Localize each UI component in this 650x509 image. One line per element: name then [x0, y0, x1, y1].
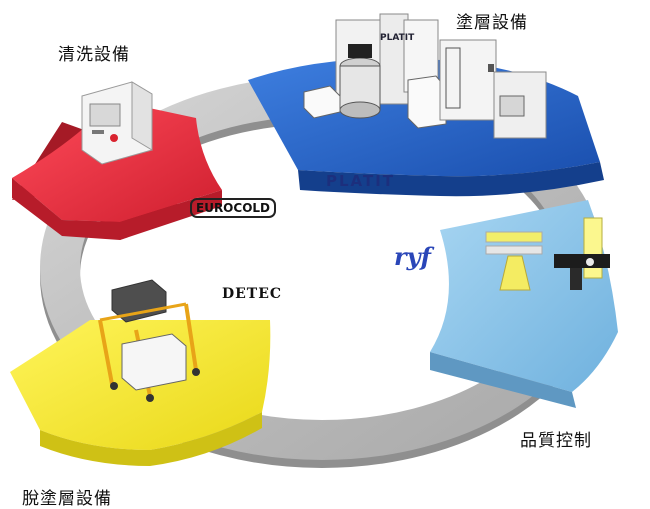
- coating-stage-label: 塗層設備: [456, 13, 528, 33]
- quality-stage-label: 品質控制: [520, 431, 592, 451]
- inspection-device-illustration: [485, 217, 610, 291]
- cleaning-stage-label: 清洗設備: [58, 45, 130, 65]
- coating-machine-illustration: PLATIT: [303, 13, 447, 129]
- decoating-stage-label: 脫塗層設備: [22, 489, 112, 509]
- cleaning-segment: [12, 100, 222, 240]
- eurocold-logo: EUROCOLD: [190, 198, 276, 218]
- coating-cabinet-illustration: [439, 39, 547, 139]
- ryf-logo: ryf: [394, 242, 431, 271]
- quality-segment: [430, 200, 618, 408]
- svg-text:PLATIT: PLATIT: [380, 33, 415, 43]
- decoating-machine-illustration: [98, 279, 200, 402]
- cleaning-machine-illustration: [81, 81, 153, 165]
- platit-logo: PLATIT: [326, 172, 396, 190]
- detec-logo: DETEC: [222, 286, 283, 302]
